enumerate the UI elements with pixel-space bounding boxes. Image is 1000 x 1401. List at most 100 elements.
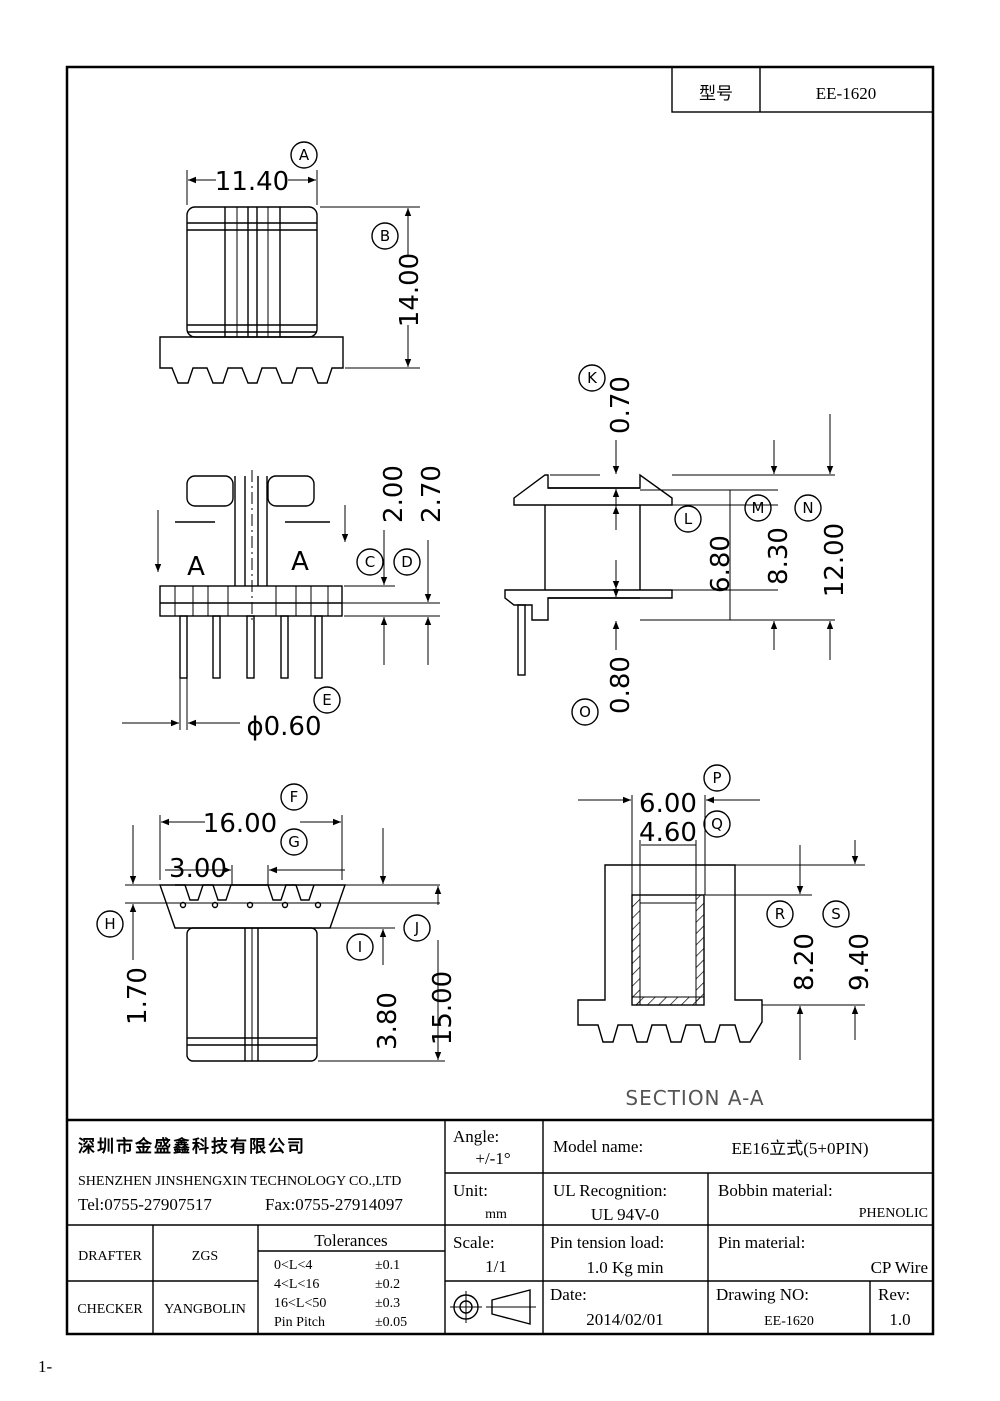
label-G: G <box>280 828 308 856</box>
bobbin-material-value: PHENOLIC <box>859 1206 928 1221</box>
date-value: 2014/02/01 <box>586 1310 663 1329</box>
label-E: E <box>313 686 341 714</box>
pin-material-label: Pin material: <box>718 1233 805 1252</box>
dim-I-value: 3.80 <box>373 992 403 1050</box>
svg-text:I: I <box>358 938 362 956</box>
label-M: M <box>744 494 772 522</box>
tolerance-range: 0<L<4 <box>274 1258 312 1273</box>
ul-label: UL Recognition: <box>553 1181 667 1200</box>
dim-F-value: 16.00 <box>203 809 277 839</box>
angle-label: Angle: <box>453 1127 499 1146</box>
unit-label: Unit: <box>453 1181 488 1200</box>
label-F: F <box>280 783 308 811</box>
label-P: P <box>703 764 731 792</box>
label-O: O <box>571 698 599 726</box>
section-marker-right: A <box>291 547 309 577</box>
bobbin-material-label: Bobbin material: <box>718 1181 833 1200</box>
dim-J-value: 15.00 <box>428 971 458 1045</box>
title-block: 深圳市金盛鑫科技有限公司 SHENZHEN JINSHENGXIN TECHNO… <box>67 1118 933 1334</box>
tolerance-value: ±0.3 <box>375 1296 400 1311</box>
tolerance-range: Pin Pitch <box>274 1315 325 1330</box>
label-K: K <box>578 364 606 392</box>
tolerance-range: 4<L<16 <box>274 1277 319 1292</box>
model-name-label: Model name: <box>553 1137 643 1156</box>
dim-S-value: 9.40 <box>845 933 875 991</box>
page-mark: 1- <box>38 1357 53 1376</box>
company-phone: Tel:0755-27907517 <box>78 1195 212 1214</box>
drawing-no-value: EE-1620 <box>764 1314 814 1329</box>
top-view: 11.40 14.00 <box>159 167 425 384</box>
dim-P-value: 6.00 <box>639 789 697 819</box>
label-R: R <box>766 900 794 928</box>
dim-A-value: 11.40 <box>215 167 289 197</box>
model-name-value: EE16立式(5+0PIN) <box>731 1139 868 1158</box>
svg-text:J: J <box>414 919 419 937</box>
label-H: H <box>96 910 124 938</box>
rev-label: Rev: <box>878 1285 910 1304</box>
pin-tension-label: Pin tension load: <box>550 1233 664 1252</box>
svg-text:B: B <box>380 227 390 245</box>
dim-G-value: 3.00 <box>169 854 227 884</box>
label-N: N <box>794 494 822 522</box>
rev-value: 1.0 <box>889 1310 910 1329</box>
svg-text:H: H <box>104 915 115 933</box>
sheet-border <box>65 65 935 1336</box>
ul-value: UL 94V-0 <box>591 1205 659 1224</box>
tolerance-value: ±0.05 <box>375 1315 407 1330</box>
svg-text:G: G <box>288 833 300 851</box>
dim-K-value: 0.70 <box>606 376 636 434</box>
company-name-cn: 深圳市金盛鑫科技有限公司 <box>78 1136 306 1156</box>
svg-text:P: P <box>712 769 721 787</box>
label-C: C <box>356 548 384 576</box>
svg-text:C: C <box>365 553 375 571</box>
dim-E-value: ϕ0.60 <box>246 712 321 742</box>
dim-L-value: 6.80 <box>706 535 736 593</box>
circled-labels: A B C D E F G H I J K L M N O P Q R S <box>96 141 850 961</box>
checker-value: YANGBOLIN <box>164 1302 246 1317</box>
label-J: J <box>403 914 431 942</box>
drafter-value: ZGS <box>192 1249 218 1264</box>
tolerances-title: Tolerances <box>314 1231 387 1250</box>
bottom-view: 16.00 3.00 1.70 3.80 15.00 <box>123 809 458 1062</box>
svg-text:L: L <box>684 510 693 528</box>
svg-text:K: K <box>587 369 598 387</box>
pin-material-value: CP Wire <box>871 1258 928 1277</box>
svg-text:R: R <box>775 905 785 923</box>
label-S: S <box>822 900 850 928</box>
drawing-no-label: Drawing NO: <box>716 1285 809 1304</box>
dim-M-value: 8.30 <box>764 527 794 585</box>
drafter-label: DRAFTER <box>78 1249 142 1264</box>
unit-value: mm <box>485 1207 507 1222</box>
company-name-en: SHENZHEN JINSHENGXIN TECHNOLOGY CO.,LTD <box>78 1174 401 1189</box>
side-view: 0.70 0.80 6.80 8.30 12.00 <box>504 376 850 714</box>
svg-text:M: M <box>752 499 765 517</box>
svg-text:Q: Q <box>711 815 723 833</box>
date-label: Date: <box>550 1285 587 1304</box>
angle-value: +/-1° <box>475 1149 510 1168</box>
svg-text:O: O <box>579 703 591 721</box>
svg-text:E: E <box>322 691 331 709</box>
checker-label: CHECKER <box>77 1302 143 1317</box>
label-I: I <box>346 933 374 961</box>
front-view: A A 2.00 2.70 ϕ0.60 <box>122 465 447 742</box>
projection-symbol-icon <box>450 1289 536 1325</box>
dim-D-value: 2.70 <box>417 465 447 523</box>
svg-text:A: A <box>299 146 310 164</box>
section-view: 6.00 4.60 8.20 9.40 SECTION A-A <box>577 789 875 1110</box>
section-marker-left: A <box>187 552 205 582</box>
label-B: B <box>371 222 399 250</box>
svg-text:N: N <box>802 499 813 517</box>
section-caption: SECTION A-A <box>625 1086 764 1110</box>
model-value: EE-1620 <box>816 84 876 103</box>
dim-B-value: 14.00 <box>395 253 425 327</box>
dim-R-value: 8.20 <box>790 933 820 991</box>
label-L: L <box>674 505 702 533</box>
company-fax: Fax:0755-27914097 <box>265 1195 403 1214</box>
dim-C-value: 2.00 <box>379 465 409 523</box>
label-A: A <box>290 141 318 169</box>
tolerances-table: 0<L<4 ±0.1 4<L<16 ±0.2 16<L<50 ±0.3 Pin … <box>274 1258 407 1330</box>
scale-value: 1/1 <box>485 1257 507 1276</box>
tolerance-value: ±0.2 <box>375 1277 400 1292</box>
tolerance-value: ±0.1 <box>375 1258 400 1273</box>
dim-N-value: 12.00 <box>820 523 850 597</box>
